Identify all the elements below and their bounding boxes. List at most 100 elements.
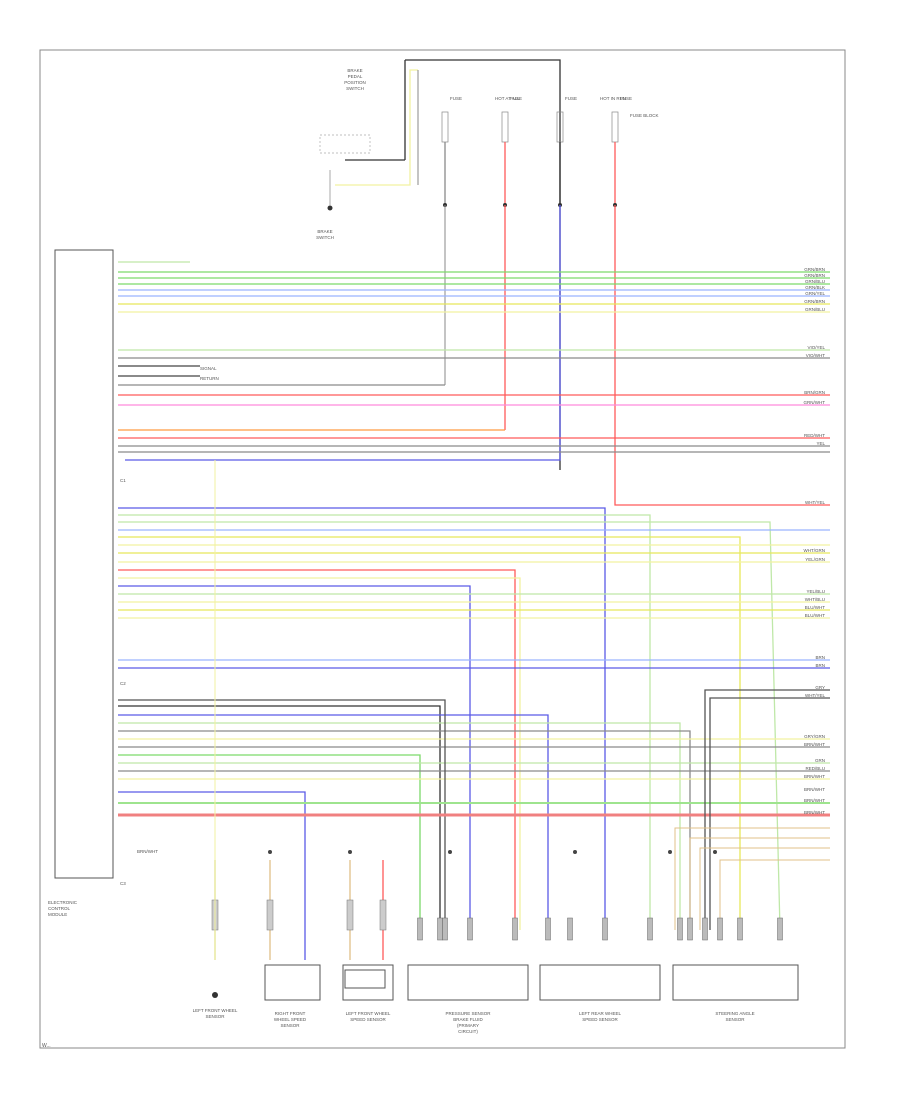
sensor-label: SENSOR [205,1014,225,1019]
right-wire-label: GRN/BLU [805,279,825,284]
right-wire-label: RED/WHT [804,433,825,438]
connector-pin [512,917,518,941]
right-wire-label: BRN/WHT [804,810,825,815]
ecu-wire [118,569,516,930]
ecu-wire [118,699,446,930]
connector-pin [567,917,573,941]
right-wire-label: GRN/WHT [804,400,826,405]
sensor-inner [344,969,386,989]
sensor-label: PRESSURE SENSOR [445,1011,491,1016]
connector-pin [417,917,423,941]
sensor-label: LEFT FRONT WHEEL [346,1011,391,1016]
fuse-label: FUSE [450,96,462,101]
ecu-wire [118,722,681,930]
connector-pin [677,917,683,941]
fuse-label: FUSE [620,96,632,101]
ecu-label: CONTROL [48,906,70,911]
ecu-wire [118,705,441,930]
ecu-label: BRN/WHT [137,849,158,854]
ground-symbol [212,992,218,998]
ecu-signal-label: SIGNAL [200,366,217,371]
connector-label: C3 [120,881,126,886]
right-wire-label: BLU/WHT [805,605,826,610]
connector-pin [545,917,551,941]
right-wire-label: BRN [815,655,825,660]
ecu-module-box [54,249,114,879]
right-wire-label: WHT/GRN [804,548,826,553]
right-wire-label: GRN/BRN [804,267,825,272]
connector-pin [467,917,473,941]
ecu-signal-label: RETURN [200,376,219,381]
sensor-box [264,964,321,1001]
fuse-title: HOT IN RUN [600,96,626,101]
switch-label: BRAKE [347,68,362,73]
right-wire-label: BRN/WHT [804,774,825,779]
right-wire-label: BRN/WHT [804,798,825,803]
connector-pin [437,917,443,941]
connector-pin [687,917,693,941]
right-wire-label: YEL/BLU [806,589,825,594]
sensor-box [539,964,661,1001]
right-wire-label: GRN [815,758,825,763]
sensor-label: (PRIMARY [457,1023,479,1028]
connector-pin [379,899,387,931]
ecu-wire [118,730,691,930]
connector-label: C2 [120,681,126,686]
sensor-label: WHEEL SPEED [274,1017,307,1022]
wire [709,697,830,930]
sensor-box [407,964,529,1001]
connector-pin [602,917,608,941]
splice [268,850,272,854]
right-wire-label: GRY/GRN [804,734,825,739]
right-wire-label: GRN/YEL [805,291,825,296]
right-wire-label: BRN/WHT [804,787,825,792]
ecu-wire [118,714,549,930]
connector-pin [737,917,743,941]
ground-label: SWITCH [316,235,334,240]
ecu-wire [118,791,306,960]
splice [573,850,577,854]
ecu-wire [118,577,521,930]
right-wire-label: WHT/YEL [805,693,825,698]
switch-label: POSITION [344,80,366,85]
connector-label: C1 [120,478,126,483]
right-wire-label: GRY [815,685,825,690]
wire [674,827,830,930]
connector-pin [266,899,274,931]
connector-pin [702,917,708,941]
sensor-label: SPEED SENSOR [350,1017,386,1022]
footer-code: W... [42,1043,51,1049]
wire [699,847,830,930]
splice [713,850,717,854]
right-wire-label: GRN/BLK [805,285,825,290]
brake-switch-box [319,134,371,154]
splice [448,850,452,854]
right-wire-label: VIO/YEL [807,345,825,350]
ground-label: BRAKE [317,229,332,234]
right-wire-label: WHT/BLU [805,597,825,602]
ecu-label: MODULE [48,912,67,917]
ecu-wire [118,585,471,930]
fuse-label: FUSE [565,96,577,101]
right-wire-label: RED/BLU [805,766,825,771]
diagram-frame [39,49,846,1049]
sensor-label: BRAKE FLUID [453,1017,483,1022]
right-wire-label: GRN/BRN [804,273,825,278]
ecu-label: ELECTRONIC [48,900,78,905]
switch-label: SWITCH [346,86,364,91]
splice [668,850,672,854]
relay-wire [405,59,561,470]
sensor-label: SENSOR [280,1023,300,1028]
ecu-wire [118,536,741,930]
fuse-title: FUSE BLOCK [630,113,659,118]
right-wire-label: GRN/BLU [805,307,825,312]
fuse [611,111,619,143]
sensor-label: SENSOR [725,1017,745,1022]
right-wire-label: WHT/YEL [805,500,825,505]
connector-pin [777,917,783,941]
sensor-label: RIGHT FRONT [275,1011,306,1016]
right-wire-label: BRN [815,663,825,668]
ecu-wire [118,514,651,930]
right-wire-label: YEL/GRN [805,557,825,562]
ecu-wire [118,507,606,930]
